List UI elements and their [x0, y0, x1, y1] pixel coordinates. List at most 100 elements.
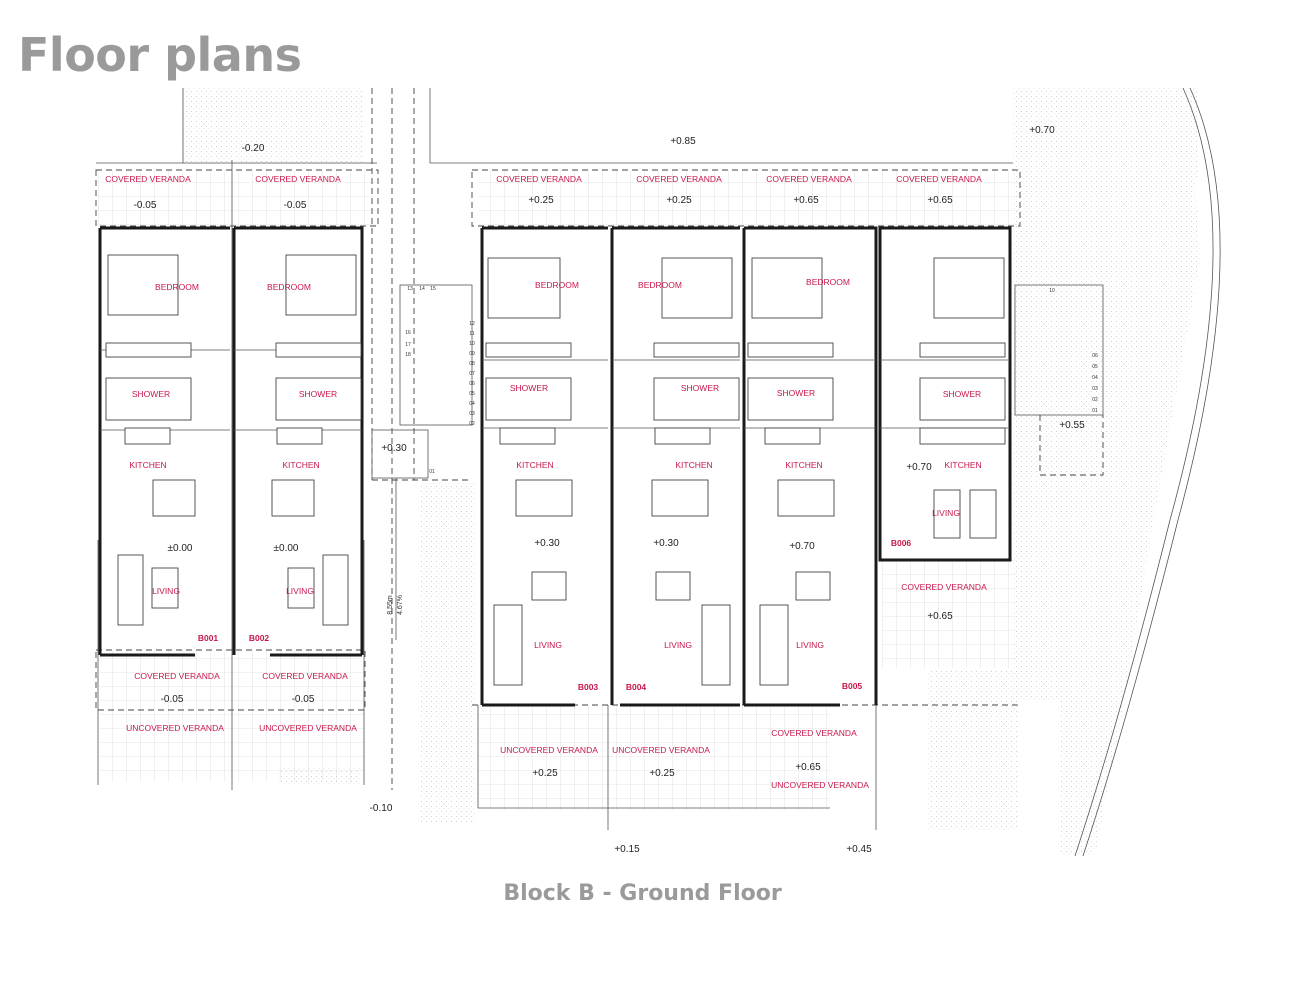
bedroom-label-b003: BEDROOM [535, 280, 579, 290]
living-label-b003: LIVING [534, 640, 562, 650]
garden-area-east [1013, 178, 1200, 856]
west-stair-steps: 12 11 10 09 08 07 06 05 04 03 02 16 17 1… [405, 286, 475, 475]
south-veranda-tiles-east [478, 705, 830, 810]
level-b004-outer: +0.25 [649, 768, 675, 779]
bedroom-label-b004: BEDROOM [638, 280, 682, 290]
unit-id-b006: B006 [891, 538, 912, 548]
veranda-label-b002: COVERED VERANDA [255, 174, 341, 184]
veranda-label-b004: COVERED VERANDA [636, 174, 722, 184]
east-stair-steps: 10 06 05 04 03 02 01 [1049, 288, 1098, 414]
rear-veranda-label-b002: COVERED VERANDA [262, 671, 348, 681]
level-b005-rear: +0.65 [795, 762, 821, 773]
svg-text:09: 09 [469, 351, 475, 357]
svg-text:06: 06 [469, 381, 475, 387]
uncovered-veranda-label-b005: UNCOVERED VERANDA [771, 780, 869, 790]
level-b006-side: +0.65 [927, 611, 953, 622]
svg-text:04: 04 [469, 401, 475, 407]
north-boundary-west [96, 88, 377, 164]
ramp-annotation: 8.55m 4.67% [387, 478, 404, 640]
uncovered-veranda-label-b004: UNCOVERED VERANDA [612, 745, 710, 755]
svg-text:01: 01 [1092, 408, 1098, 414]
svg-text:04: 04 [1092, 375, 1098, 381]
svg-text:14: 14 [419, 286, 425, 292]
uncovered-veranda-label-b003: UNCOVERED VERANDA [500, 745, 598, 755]
kitchen-label-b002: KITCHEN [282, 460, 319, 470]
east-stair-ramp [1039, 415, 1104, 476]
b006-veranda-tiles [882, 560, 1017, 668]
svg-text:16: 16 [405, 330, 411, 336]
level-b002-rear: -0.05 [292, 694, 315, 705]
svg-text:03: 03 [469, 411, 475, 417]
level-b005-front: +0.65 [793, 195, 819, 206]
garden-area-central [420, 482, 476, 822]
svg-text:12: 12 [469, 321, 475, 327]
level-b003-outer: +0.25 [532, 768, 558, 779]
svg-text:06: 06 [1092, 353, 1098, 359]
rear-veranda-label-b001: COVERED VERANDA [134, 671, 220, 681]
level-south-center: +0.15 [614, 844, 640, 855]
svg-text:01: 01 [429, 469, 435, 475]
unit-b004-walls [610, 226, 740, 707]
uncovered-veranda-label-b001: UNCOVERED VERANDA [126, 723, 224, 733]
unit-id-b004: B004 [626, 682, 647, 692]
living-label-b001: LIVING [152, 586, 180, 596]
unit-id-b003: B003 [578, 682, 599, 692]
stair-landing [371, 429, 429, 479]
level-b001-front: -0.05 [134, 200, 157, 211]
uncovered-veranda-label-b002: UNCOVERED VERANDA [259, 723, 357, 733]
rear-veranda-label-b005: COVERED VERANDA [771, 728, 857, 738]
unit-b002-walls [232, 226, 364, 657]
svg-text:10: 10 [469, 341, 475, 347]
svg-text:03: 03 [1092, 386, 1098, 392]
level-north-left: -0.20 [242, 143, 265, 154]
floor-levels: ±0.00 ±0.00 +0.30 +0.30 +0.70 +0.70 [168, 462, 933, 554]
svg-text:08: 08 [469, 361, 475, 367]
veranda-label-b001: COVERED VERANDA [105, 174, 191, 184]
unit-b005-walls [742, 226, 878, 707]
south-veranda-tiles-west [100, 650, 365, 782]
level-b001-rear: -0.05 [161, 694, 184, 705]
bedroom-label-b002: BEDROOM [267, 282, 311, 292]
svg-text:15: 15 [430, 286, 436, 292]
level-stair-landing: +0.30 [381, 443, 407, 454]
north-boundary-wall [429, 88, 1013, 164]
kitchen-label-b004: KITCHEN [675, 460, 712, 470]
kitchen-label-b003: KITCHEN [516, 460, 553, 470]
svg-text:18: 18 [405, 352, 411, 358]
living-label-b005: LIVING [796, 640, 824, 650]
level-b005-floor: +0.70 [789, 541, 815, 552]
level-south-right: +0.45 [846, 844, 872, 855]
svg-text:07: 07 [469, 371, 475, 377]
garden-area-north-west [183, 88, 363, 164]
level-south-left: -0.10 [370, 803, 393, 814]
living-label-b004: LIVING [664, 640, 692, 650]
party-walls [97, 160, 877, 830]
svg-text:02: 02 [469, 421, 475, 427]
unit-id-b002: B002 [249, 633, 270, 643]
site-boundary [1074, 87, 1214, 857]
svg-text:10: 10 [1049, 288, 1055, 294]
level-north-right: +0.70 [1029, 125, 1055, 136]
north-veranda-labels: COVERED VERANDA COVERED VERANDA COVERED … [105, 174, 982, 211]
shower-label-b002: SHOWER [299, 389, 337, 399]
level-east-stair: +0.55 [1059, 420, 1085, 431]
svg-text:17: 17 [405, 342, 411, 348]
svg-text:11: 11 [469, 331, 474, 337]
veranda-label-b006: COVERED VERANDA [896, 174, 982, 184]
kitchen-label-b006: KITCHEN [944, 460, 981, 470]
ramp-length: 8.55m [387, 595, 394, 615]
south-veranda-labels: COVERED VERANDA COVERED VERANDA -0.05 -0… [126, 582, 987, 790]
north-veranda-outline-west [95, 169, 379, 227]
furniture [105, 254, 1006, 686]
living-label-b006: LIVING [932, 508, 960, 518]
level-b006-floor: +0.70 [906, 462, 932, 473]
level-b004-floor: +0.30 [653, 538, 679, 549]
west-stair [399, 284, 473, 426]
unit-ids: B001 B002 B003 B004 B005 B006 [198, 538, 912, 692]
level-b004-front: +0.25 [666, 195, 692, 206]
level-b001-floor: ±0.00 [168, 543, 193, 554]
unit-id-b001: B001 [198, 633, 219, 643]
svg-text:02: 02 [1092, 397, 1098, 403]
level-north-center: +0.85 [670, 136, 696, 147]
